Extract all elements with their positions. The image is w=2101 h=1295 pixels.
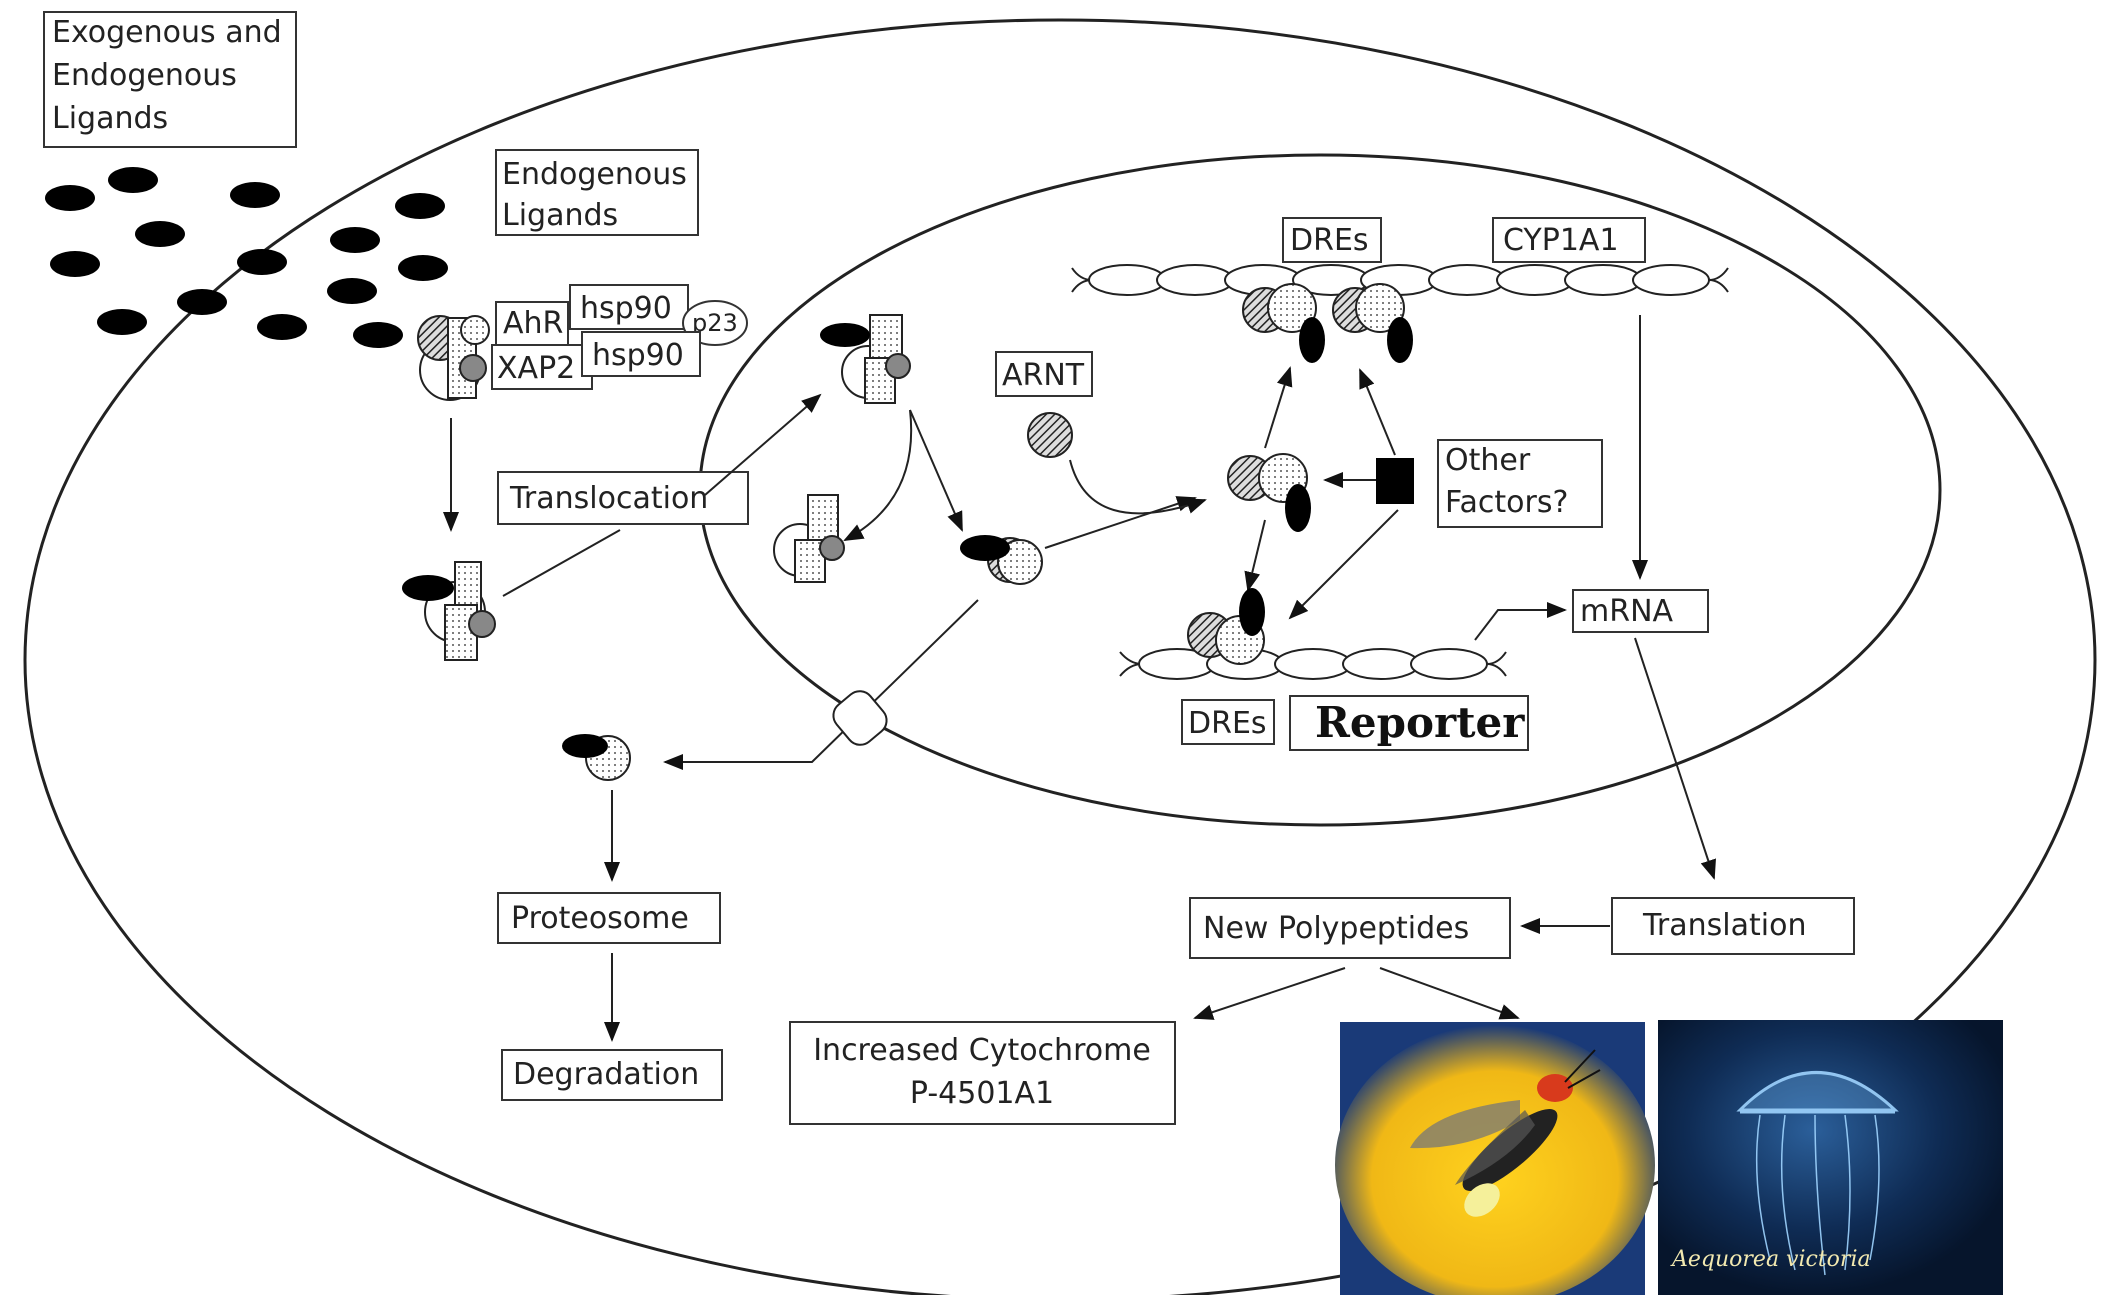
new-polypeptides-box: New Polypeptides xyxy=(1189,897,1511,959)
ligand-particles xyxy=(45,167,448,348)
endogenous-line-2: Ligands xyxy=(502,198,618,233)
ligand-icon xyxy=(257,314,307,340)
jellyfish-image: Aequorea victoria xyxy=(1658,1020,2003,1295)
translation-box: Translation xyxy=(1611,897,1855,955)
new-polypeptides-label: New Polypeptides xyxy=(1203,911,1469,946)
ligand-bound-complex-icon xyxy=(402,561,496,661)
hsp90-top-label: hsp90 xyxy=(580,291,672,326)
ligand-icon xyxy=(353,322,403,348)
hsp90-bottom-box: hsp90 xyxy=(581,331,701,377)
degradation-label: Degradation xyxy=(513,1057,699,1092)
ahr-ligand-icon xyxy=(960,535,1043,585)
cytoplasmic-ahr-ligand-icon xyxy=(562,734,631,781)
hsp90-top-box: hsp90 xyxy=(569,284,689,330)
ligand-icon xyxy=(177,289,227,315)
bound-heterodimer-top-2 xyxy=(1332,283,1413,363)
reporter-box: Reporter xyxy=(1289,695,1529,751)
other-factors-line-2: Factors? xyxy=(1445,485,1568,520)
nuclear-complex-icon xyxy=(820,314,911,404)
hsp90-bottom-label: hsp90 xyxy=(592,338,684,373)
arnt-label: ARNT xyxy=(1002,358,1085,393)
translocation-box: Translocation xyxy=(497,471,749,525)
mrna-label: mRNA xyxy=(1580,594,1674,629)
proteosome-box: Proteosome xyxy=(497,892,721,944)
ligand-icon xyxy=(135,221,185,247)
jellyfish-caption: Aequorea victoria xyxy=(1670,1247,1871,1272)
xap2-label: XAP2 xyxy=(497,351,575,386)
increased-cytochrome-box: Increased Cytochrome P-4501A1 xyxy=(789,1021,1176,1125)
other-factors-box: Other Factors? xyxy=(1437,439,1603,528)
ahr-label: AhR xyxy=(503,306,563,341)
degradation-box: Degradation xyxy=(501,1049,723,1101)
firefly-image xyxy=(1335,1022,1655,1295)
ligand-icon xyxy=(237,249,287,275)
translation-label: Translation xyxy=(1642,908,1806,943)
other-factor-icon xyxy=(1376,458,1414,504)
ligand-icon xyxy=(395,193,445,219)
released-chaperones-icon xyxy=(773,494,845,583)
ahr-complex-icon xyxy=(417,315,490,401)
ahr-box: AhR xyxy=(495,301,569,347)
ligand-icon xyxy=(230,182,280,208)
bound-heterodimer-bottom xyxy=(1187,588,1265,665)
exogenous-line-3: Ligands xyxy=(52,101,168,136)
ligand-icon xyxy=(50,251,100,277)
cell-membrane xyxy=(23,18,2097,1295)
dna-top xyxy=(1071,264,1729,296)
exogenous-line-1: Exogenous and xyxy=(52,15,282,50)
other-factors-line-1: Other xyxy=(1445,443,1531,478)
dres-bottom-box: DREs xyxy=(1181,699,1275,745)
exogenous-ligands-box: Exogenous and Endogenous Ligands xyxy=(43,11,297,148)
increased-cyp-line-1: Increased Cytochrome xyxy=(813,1033,1151,1068)
xap2-box: XAP2 xyxy=(491,344,593,390)
heterodimer-icon xyxy=(1227,453,1311,532)
reporter-label: Reporter xyxy=(1315,698,1525,747)
ligand-icon xyxy=(108,167,158,193)
endogenous-ligands-box: Endogenous Ligands xyxy=(495,149,699,236)
ligand-icon xyxy=(398,255,448,281)
dres-bottom-label: DREs xyxy=(1188,706,1267,741)
proteosome-label: Proteosome xyxy=(511,901,689,936)
ligand-icon xyxy=(327,278,377,304)
dres-top-label: DREs xyxy=(1290,223,1369,258)
arnt-box: ARNT xyxy=(995,351,1093,397)
arnt-icon xyxy=(1027,412,1073,458)
ligand-icon xyxy=(330,227,380,253)
mrna-box: mRNA xyxy=(1572,589,1709,633)
bound-heterodimer-top-1 xyxy=(1242,283,1325,363)
cyp1a1-box: CYP1A1 xyxy=(1492,217,1646,263)
nuclear-pore-icon xyxy=(832,690,888,746)
dres-top-box: DREs xyxy=(1282,217,1382,263)
cyp1a1-label: CYP1A1 xyxy=(1503,223,1619,258)
dna-bottom xyxy=(1119,648,1507,680)
translocation-label: Translocation xyxy=(509,481,708,516)
exogenous-line-2: Endogenous xyxy=(52,58,237,93)
increased-cyp-line-2: P-4501A1 xyxy=(910,1076,1054,1111)
ligand-icon xyxy=(45,185,95,211)
endogenous-line-1: Endogenous xyxy=(502,157,687,192)
ligand-icon xyxy=(97,309,147,335)
jellyfish-icon xyxy=(1736,1071,1899,1276)
firefly-icon xyxy=(1410,1049,1601,1217)
